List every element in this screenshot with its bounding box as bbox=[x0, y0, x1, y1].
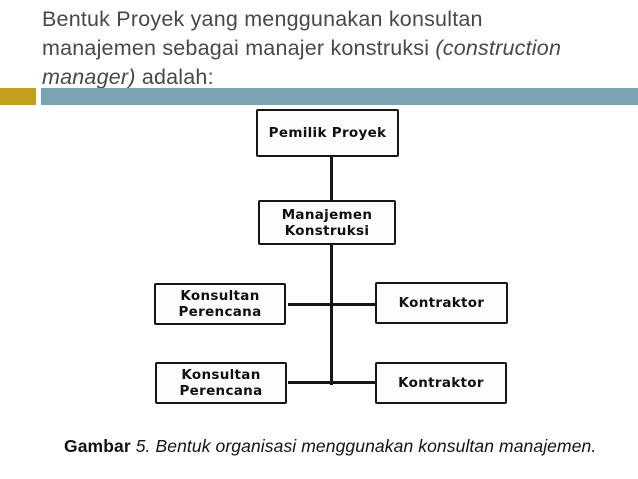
org-node-kontraktor-2: Kontraktor bbox=[375, 362, 514, 410]
caption-number: 5. bbox=[135, 436, 151, 456]
figure-caption: Gambar 5. Bentuk organisasi menggunakan … bbox=[64, 436, 624, 457]
caption-text: Bentuk organisasi menggunakan konsultan … bbox=[155, 436, 597, 456]
connector-pemilik-manajemen bbox=[330, 157, 333, 203]
title-line-1: Bentuk Proyek yang menggunakan konsultan bbox=[42, 7, 483, 31]
accent-bar-gold bbox=[0, 88, 36, 105]
connector-row2 bbox=[288, 381, 376, 384]
org-node-manajemen-konstruksi: Manajemen Konstruksi bbox=[258, 200, 403, 251]
slide-title: Bentuk Proyek yang menggunakan konsultan… bbox=[42, 5, 612, 92]
title-line-3: manager) adalah: bbox=[42, 65, 214, 89]
accent-bar-teal bbox=[41, 88, 638, 105]
connector-row1 bbox=[288, 303, 376, 306]
title-line-2: manajemen sebagai manajer konstruksi (co… bbox=[42, 36, 562, 60]
org-node-kontraktor-1: Kontraktor bbox=[375, 282, 515, 330]
org-node-konsultan-perencana-2: Konsultan Perencana bbox=[155, 362, 294, 410]
connector-manajemen-trunk bbox=[330, 244, 333, 385]
org-node-konsultan-perencana-1: Konsultan Perencana bbox=[154, 283, 293, 331]
org-node-pemilik-proyek: Pemilik Proyek bbox=[256, 109, 406, 163]
caption-label: Gambar bbox=[64, 436, 131, 456]
